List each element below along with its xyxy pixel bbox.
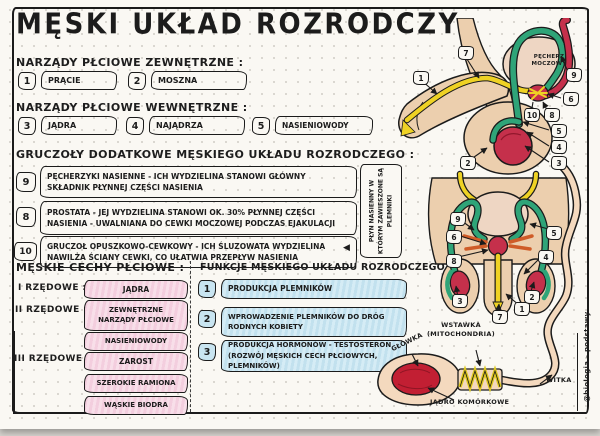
- gland-box-pecherzyki: PĘCHERZYKI NASIENNE - ICH WYDZIELINA STA…: [40, 166, 357, 198]
- section-header-internal: NARZĄDY PŁCIOWE WEWNĘTRZNE :: [16, 101, 248, 114]
- bladder-label: PĘCHERZ MOCZOWY: [531, 54, 567, 68]
- side-marker-4: 4: [551, 140, 567, 154]
- item-number: 8: [16, 207, 36, 227]
- organ-box-najadrza: NAJĄDRZA: [149, 116, 245, 135]
- section-header-traits: MĘSKIE CECHY PŁCIOWE :: [16, 261, 185, 274]
- sperm-midpiece-label: WSTAWKA (MITOCHONDRIA): [426, 321, 495, 338]
- side-marker-9: 9: [566, 68, 582, 82]
- item-number: 4: [126, 117, 144, 135]
- side-marker-5: 5: [551, 124, 567, 138]
- side-note-box: PŁYN NASIENNY W KTÓRYM ZAWIESZONE SĄ PLE…: [360, 164, 402, 258]
- author-handle: @biologia - podstawy: [583, 311, 591, 402]
- gland-box-opuszkowo: GRUCZOŁ OPUSZKOWO-CEWKOWY - ICH ŚLUZOWAT…: [40, 236, 357, 268]
- front-marker-8: 8: [446, 254, 462, 268]
- gland-box-prostata: PROSTATA - JEJ WYDZIELINA STANOWI OK. 30…: [40, 201, 357, 235]
- handle-underline: [577, 333, 578, 411]
- page-title: MĘSKI UKŁAD ROZRODCZY: [16, 8, 460, 41]
- traits-label-1: I RZĘDOWE :: [18, 283, 87, 293]
- front-marker-3: 3: [452, 294, 468, 308]
- corner-line: [13, 331, 67, 414]
- item-number: 10: [14, 242, 37, 261]
- section-divider: [190, 261, 191, 412]
- section-header-glands: GRUCZOŁY DODATKOWE MĘSKIEGO UKŁADU ROZRO…: [16, 148, 415, 161]
- front-marker-2: 2: [524, 290, 540, 304]
- side-marker-1: 1: [413, 71, 429, 85]
- organ-box-nasieniowody: NASIENIOWODY: [275, 116, 373, 135]
- traits-label-2: II RZĘDOWE :: [15, 305, 88, 315]
- item-number: 1: [198, 280, 216, 298]
- front-marker-1: 1: [514, 302, 530, 316]
- side-marker-3: 3: [551, 156, 567, 170]
- organ-box-moszna: MOSZNA: [151, 71, 247, 90]
- section-header-functions: FUNKCJE MĘSKIEGO UKŁADU ROZRODCZEGO :: [200, 262, 453, 273]
- front-marker-5: 5: [546, 226, 562, 240]
- item-number: 5: [252, 117, 270, 135]
- function-box-3: PRODUKCJA HORMONÓW - TESTOSTERON (ROZWÓJ…: [221, 340, 407, 372]
- left-arrow-icon: ◀: [343, 243, 350, 253]
- front-marker-9: 9: [450, 212, 466, 226]
- sperm-nucleus-label: JĄDRO KOMÓRKOWE: [430, 398, 510, 406]
- item-number: 2: [128, 72, 146, 90]
- item-number: 3: [18, 117, 36, 135]
- section-header-external: NARZĄDY PŁCIOWE ZEWNĘTRZNE :: [16, 56, 244, 69]
- organ-box-pracie: PRĄCIE: [41, 71, 117, 90]
- side-marker-8: 8: [544, 108, 560, 122]
- traits-label-3: III RZĘDOWE :: [14, 354, 90, 364]
- side-marker-10: 10: [524, 108, 540, 122]
- side-note-text: PŁYN NASIENNY W KTÓRYM ZAWIESZONE SĄ PLE…: [368, 167, 394, 255]
- side-marker-6: 6: [563, 92, 579, 106]
- function-box-1: PRODUKCJA PLEMNIKÓW: [221, 279, 407, 299]
- trait-box-zewnetrzne: ZEWNĘTRZNE NARZĄDY PŁCIOWE: [84, 300, 188, 331]
- front-marker-6: 6: [446, 230, 462, 244]
- side-marker-2: 2: [460, 156, 476, 170]
- organ-box-jadra: JĄDRA: [41, 116, 117, 135]
- item-number: 3: [198, 343, 216, 361]
- page-border: [12, 7, 589, 414]
- side-marker-7: 7: [458, 46, 474, 60]
- item-number: 9: [16, 172, 36, 192]
- trait-box-nasieniowody: NASIENIOWODY: [84, 332, 188, 351]
- item-number: 2: [198, 310, 216, 328]
- sperm-tail-label: WITKA: [546, 376, 572, 384]
- trait-box-jadra: JĄDRA: [84, 280, 188, 299]
- front-marker-4: 4: [538, 250, 554, 264]
- trait-box-zarost: ZAROST: [84, 352, 188, 371]
- function-box-2: WPROWADZENIE PLEMNIKÓW DO DRÓG RODNYCH K…: [221, 307, 407, 337]
- item-number: 1: [18, 72, 36, 90]
- trait-box-ramiona: SZEROKIE RAMIONA: [84, 374, 188, 393]
- trait-box-biodra: WĄSKIE BIODRA: [84, 396, 188, 415]
